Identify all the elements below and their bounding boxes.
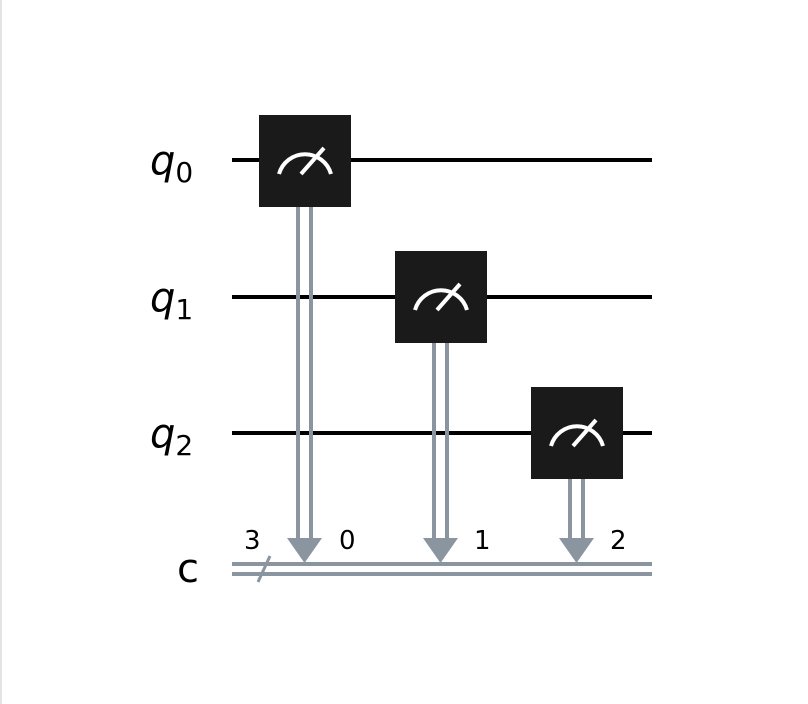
bit-label-1: 1 — [474, 526, 491, 556]
qubit-label-1: q1 — [150, 275, 193, 326]
bit-label-0: 0 — [339, 526, 356, 556]
bit-label-2: 2 — [610, 526, 627, 556]
measure-arrow-0 — [287, 538, 322, 563]
measure-connection-2 — [559, 478, 594, 563]
register-size-label: 3 — [244, 526, 261, 556]
register-size-slash — [256, 555, 272, 583]
qubit-label-0: q0 — [150, 138, 193, 189]
meter-icon — [413, 282, 469, 312]
measure-gate-2[interactable] — [531, 387, 623, 479]
qubit-label-2: q2 — [150, 411, 193, 462]
left-border — [0, 0, 2, 704]
measure-gate-0[interactable] — [259, 115, 351, 207]
meter-icon — [277, 146, 333, 176]
measure-gate-1[interactable] — [395, 251, 487, 343]
measure-connection-1 — [423, 342, 458, 563]
measure-arrow-1 — [423, 538, 458, 563]
classical-wire — [232, 562, 652, 576]
classical-register-label: c — [177, 546, 199, 592]
meter-icon — [549, 418, 605, 448]
measure-connection-0 — [287, 205, 322, 563]
measure-arrow-2 — [559, 538, 594, 563]
